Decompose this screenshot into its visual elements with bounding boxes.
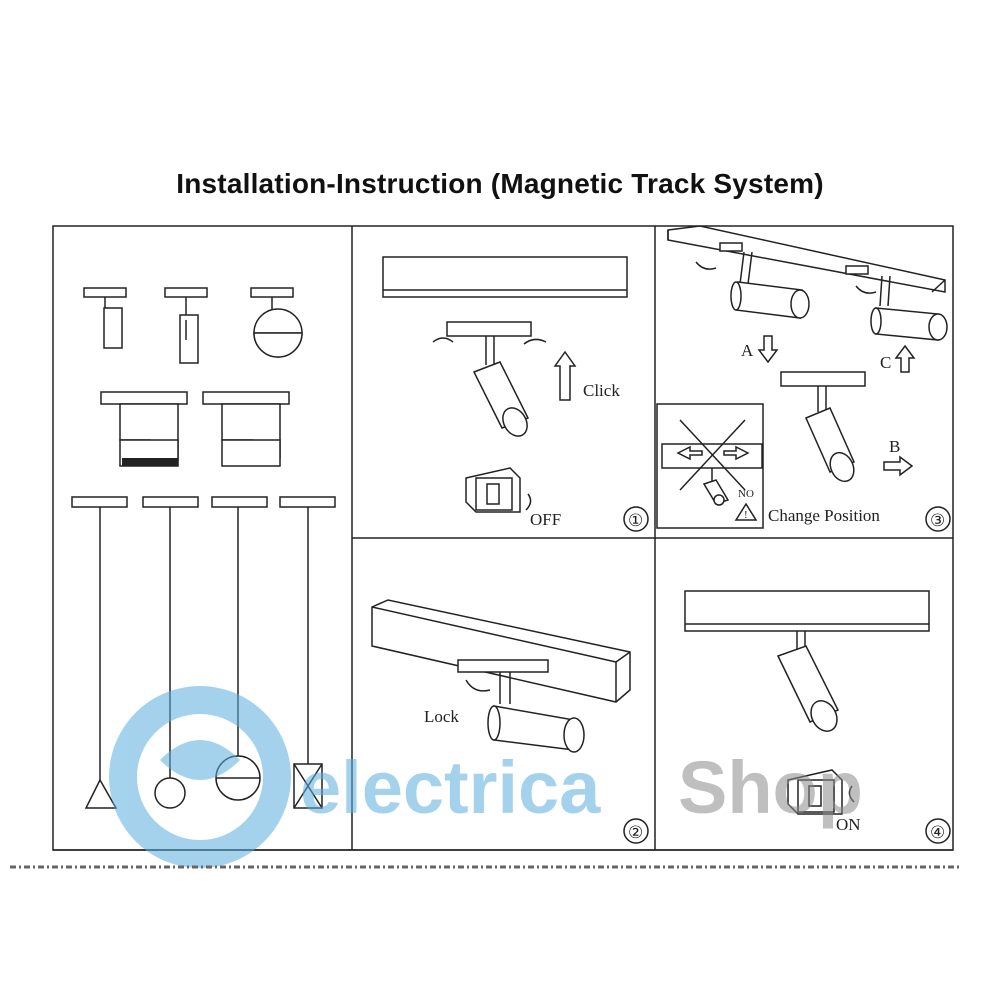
adjustable-spot-icon [164,287,208,364]
spotlight-icon [870,307,948,341]
watermark-text-blue: electrica [300,746,601,829]
prohibited-slide-inset: ! [656,403,764,529]
logo-mark-icon [109,686,291,868]
wall-switch-icon [787,769,855,815]
c-label: C [880,353,891,372]
step-3-number: ③ [930,511,945,530]
step-number-badge [925,506,951,532]
spotlight-icon [805,407,855,483]
up-arrow-icon [553,350,577,401]
off-label: OFF [530,510,561,529]
step-4-panel: ON ④ [684,590,951,844]
spotlight-icon [730,281,810,319]
product-family-panel [71,287,336,809]
spotlight-icon [487,705,585,753]
spot-light-icon [83,287,127,349]
spotlight-icon [472,361,530,437]
pendant-hourglass-icon [279,496,336,809]
on-label: ON [836,815,861,834]
right-arrow-icon [883,455,914,477]
globe-light-icon [250,287,303,358]
click-label: Click [583,381,620,400]
cropped-footnote [0,858,1000,872]
up-arrow-icon [894,344,916,373]
linear-module-diffuser-icon [202,391,290,467]
panel-grid [52,225,954,851]
pendant-sphere-icon [142,496,199,809]
step-number-badge [623,506,649,532]
step-1-number: ① [628,511,643,530]
change-position-label: Change Position [768,506,880,525]
step-number-badge [623,818,649,844]
b-label: B [889,437,900,456]
step-number-badge [925,818,951,844]
step-4-number: ④ [930,823,945,842]
step-1-panel: Click OFF ① [382,256,649,532]
a-label: A [741,341,754,360]
watermark-text-gray: Shop [678,746,863,829]
linear-module-icon [100,391,188,467]
spotlight-icon [776,645,840,732]
down-arrow-icon [757,335,779,364]
step-2-panel: Lock ② [371,599,649,844]
wall-switch-icon [465,467,532,513]
lock-label: Lock [424,707,459,726]
watermark-logo: electrica Shop [109,686,863,868]
page-title: Installation-Instruction (Magnetic Track… [176,168,824,199]
step-3-panel: A C B ! N [656,225,951,532]
no-label: NO [738,488,754,500]
pendant-cone-icon [71,496,128,809]
step-2-number: ② [628,823,643,842]
warning-icon: ! [744,509,748,521]
